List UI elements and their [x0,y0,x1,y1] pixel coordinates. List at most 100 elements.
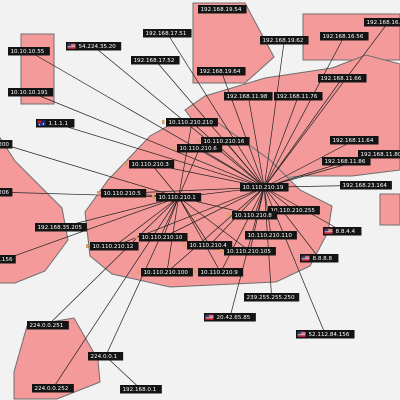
node-10-110-210-8[interactable]: 10.110.210.8 [232,211,278,220]
node-10-110-210-3[interactable]: 10.110.210.3 [129,160,175,169]
node-label: 8.8.4.4 [336,229,356,235]
node-224-0-0-1[interactable]: 224.0.0.1 [88,352,124,361]
node-10-110-210-5[interactable]: 10.110.210.5 [101,189,147,198]
node-192-168-16-50[interactable]: 192.168.16.50 [364,18,400,27]
node-10-110-210-210[interactable]: 10.110.210.210 [166,118,218,127]
node-label-box [32,384,74,393]
node-10-110-210-12[interactable]: 10.110.210.12 [90,242,139,251]
node-10-110-210-100[interactable]: 10.110.210.100 [141,268,193,277]
node-192-168-11-76[interactable]: 192.168.11.76 [274,92,323,101]
node-10-110-210-4[interactable]: 10.110.210.4 [187,241,233,250]
node-54-224[interactable]: 54.224.35.20 [66,42,122,51]
node-10-110-210-16[interactable]: 10.110.210.16 [201,137,250,146]
node-192-168-11-86[interactable]: 192.168.11.86 [322,157,371,166]
node-label: .200 [0,142,9,148]
node-10-110-210-6[interactable]: 10.110.210.6 [177,144,223,153]
node-10-10-10-191[interactable]: 10.10.10.191 [8,88,54,97]
node-1-1-1-1[interactable]: 1.1.1.1 [36,119,75,128]
node-label-box [240,183,289,192]
node-192-168-11-80[interactable]: 192.168.11.80 [358,150,400,159]
node-10-110-210-9[interactable]: 10.110.210.9 [198,268,244,277]
node-10-110-210-110[interactable]: 10.110.210.110 [245,231,297,240]
node-label: 192.168.0.1 [123,387,157,393]
edge-10_110_210_19-10_110_210_210 [191,121,265,188]
cluster-region-5 [0,136,69,284]
node-label: 192.168.11.86 [325,159,366,165]
node-label: 192.168.16.50 [367,20,400,26]
node-label-box [156,193,202,202]
node-label-box [66,42,122,51]
node-label: 10.110.210.255 [271,208,316,214]
node-192-168-23-164[interactable]: 192.168.23.164 [340,181,392,190]
edge-10_110_210_19-8_8_8_8 [263,187,320,259]
node-192-168-19-62[interactable]: 192.168.19.62 [260,36,309,45]
node-224-0-0-251[interactable]: 224.0.0.251 [27,321,69,330]
node-label-box [187,241,233,250]
node-label-box [177,144,223,153]
node-label: 224.0.0.252 [35,386,69,392]
host-marker-icon [173,146,176,150]
edge-10_110_210_1-10_110_210_12 [114,196,179,247]
node-label-box [36,119,75,128]
node-label: 5.156 [0,257,13,263]
node-label: 192.168.23.164 [343,183,388,189]
edge-10_110_210_19-192_168_11_66 [263,78,343,188]
edge-10_110_210_19-54_224 [93,45,265,188]
edge-10_110_210_19-1_1_1_1 [55,122,265,188]
node-192-168-16-56[interactable]: 192.168.16.56 [320,32,369,41]
node-10-110-210-19[interactable]: 10.110.210.19 [240,183,289,192]
node-label-box [8,47,50,56]
node-206[interactable]: .206 [0,188,13,197]
node-192-168-19-64[interactable]: 192.168.19.64 [197,67,246,76]
node-label-box [204,313,256,322]
edge-10_110_210_1-192_168_35_205 [60,196,179,228]
node-label: 52.112.84.156 [309,332,350,338]
node-192-168-0-1[interactable]: 192.168.0.1 [120,385,162,394]
node-8-8-8-8[interactable]: 8.8.8.8 [300,254,339,263]
node-10-110-210-10[interactable]: 10.110.210.10 [139,233,188,242]
node-label-box [131,56,180,65]
node-192-168-11-98[interactable]: 192.168.11.98 [224,92,273,101]
edge-10_110_210_19-10_110_210_9 [220,187,265,273]
node-label: 192.168.11.98 [227,94,268,100]
node-239-255[interactable]: 239.255.255.250 [244,293,300,302]
node-label: 54.224.35.20 [79,44,117,50]
node-label: 10.110.210.8 [235,213,273,219]
node-label: 10.110.210.1 [159,195,197,201]
node-10-110-210-1[interactable]: 10.110.210.1 [156,193,202,202]
node-8-8-4-4[interactable]: 8.8.4.4 [323,227,362,236]
edge-10_110_210_1-156 [4,196,179,260]
node-label-box [143,29,192,38]
node-10-110-210-255[interactable]: 10.110.210.255 [268,206,320,215]
node-192-168-17-51[interactable]: 192.168.17.51 [143,29,192,38]
node-label: 8.8.8.8 [313,256,333,262]
node-label: 10.110.210.4 [190,243,228,249]
node-label-box [358,150,400,159]
node-156[interactable]: 5.156 [0,255,16,264]
edge-10_110_210_1-10_110_210_9 [178,197,221,273]
node-200[interactable]: .200 [0,140,13,149]
node-192-168-17-52[interactable]: 192.168.17.52 [131,56,180,65]
australia-flag-icon [37,120,46,126]
node-label: 192.168.19.64 [200,69,241,75]
node-192-168-35-205[interactable]: 192.168.35.205 [35,223,87,232]
host-marker-icon [220,249,223,253]
cluster-region-2 [192,2,275,84]
node-label: 192.168.11.80 [361,152,400,158]
node-52-112[interactable]: 52.112.84.156 [296,330,355,339]
node-label-box [101,189,147,198]
node-10-110-210-105[interactable]: 10.110.210.105 [224,247,276,256]
node-10-10-10-55[interactable]: 10.10.10.55 [8,47,50,56]
node-label: 10.110.210.105 [227,249,272,255]
cluster-region-7 [13,317,101,400]
node-label-box [0,255,16,264]
node-label: 192.168.11.76 [277,94,318,100]
node-layer: 10.10.10.55 10.10.10.191 54.224.35.20 1.1.1… [0,5,400,394]
node-20-42[interactable]: 20.42.65.85 [204,313,256,322]
node-192-168-11-64[interactable]: 192.168.11.64 [330,136,379,145]
node-224-0-0-252[interactable]: 224.0.0.252 [32,384,74,393]
node-label: 192.168.11.66 [321,76,362,82]
node-192-168-19-54[interactable]: 192.168.19.54 [198,5,247,14]
node-192-168-11-66[interactable]: 192.168.11.66 [318,74,367,83]
node-label-box [320,32,369,41]
